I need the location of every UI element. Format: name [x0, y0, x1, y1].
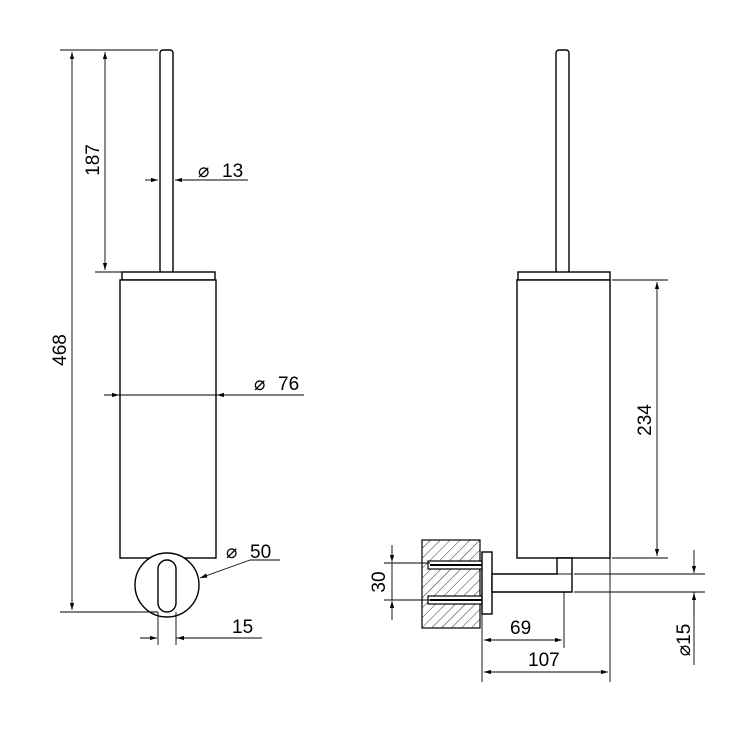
mount-diameter-label: 50	[250, 542, 271, 563]
holder-lid-side	[517, 271, 611, 281]
diameter-symbol: ⌀	[198, 161, 209, 182]
mount-depth-label: 15	[232, 617, 253, 638]
front-view: 468 187 ⌀ 13 ⌀ 76 ⌀ 50 15	[50, 49, 304, 645]
bracket-height-label: 30	[369, 571, 390, 592]
holder-body-side	[516, 279, 611, 559]
mount-arm	[157, 559, 177, 613]
holder-body	[119, 279, 217, 559]
body-diameter-label: 76	[278, 374, 299, 395]
diameter-symbol: ⌀	[674, 645, 695, 656]
diameter-symbol: ⌀	[254, 374, 265, 395]
diameter-symbol: ⌀	[226, 542, 237, 563]
handle-diameter-label: 13	[222, 161, 243, 182]
body-height-label: 234	[635, 404, 656, 436]
mount-diameter-leader	[199, 559, 251, 579]
brush-handle-side	[555, 49, 570, 274]
wall-anchors	[427, 560, 486, 605]
projection-label: 107	[528, 650, 560, 671]
wall-section	[421, 539, 481, 629]
brush-handle	[159, 49, 174, 274]
handle-length-label: 187	[83, 144, 104, 176]
arm-length-label: 69	[510, 618, 531, 639]
arm-diameter-value: 15	[674, 624, 695, 645]
total-height-label: 468	[50, 334, 71, 366]
holder-lid	[121, 271, 216, 281]
arm-diameter-label: ⌀15	[674, 624, 695, 657]
mounting-plate	[481, 551, 493, 615]
side-view: 234 30 69 107 ⌀15	[369, 49, 705, 682]
support-arm	[491, 557, 573, 593]
